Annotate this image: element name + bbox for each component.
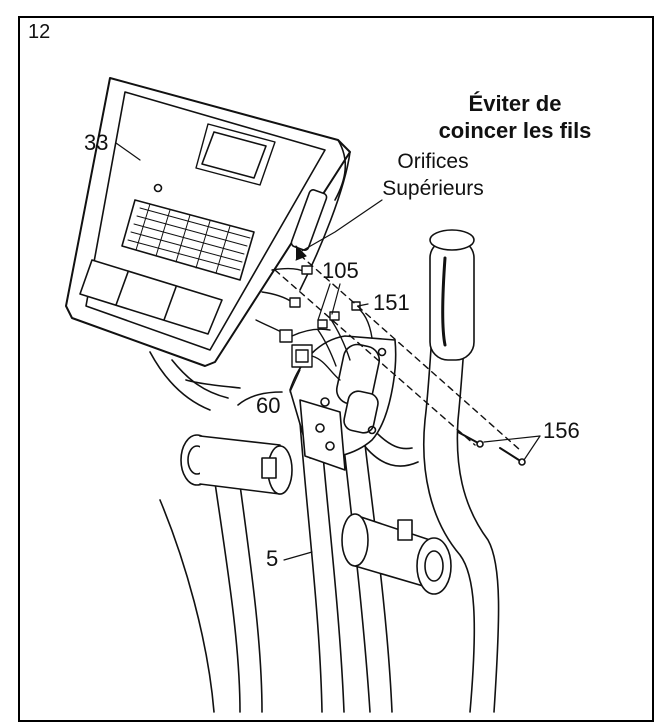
warning-line-2: coincer les fils <box>438 118 592 143</box>
callout-60: 60 <box>256 393 281 418</box>
callout-156: 156 <box>543 418 580 443</box>
console-mast <box>289 335 397 471</box>
wire-warning: Éviter de coincer les fils <box>400 90 630 144</box>
callout-5: 5 <box>266 546 279 571</box>
console-unit <box>65 77 351 367</box>
left-pivot <box>180 434 293 495</box>
callout-105: 105 <box>322 258 359 283</box>
screw-alignment <box>274 254 526 466</box>
step-frame <box>18 16 654 722</box>
warning-line-1: Éviter de <box>468 91 562 116</box>
holes-line-2: Supérieurs <box>382 177 484 200</box>
holes-line-1: Orifices <box>397 150 469 173</box>
holes-callout: Orifices Supérieurs <box>368 148 498 202</box>
leader-lines <box>115 142 541 561</box>
callout-151: 151 <box>373 290 410 315</box>
right-handlebar <box>422 229 500 713</box>
right-pivot <box>341 513 452 595</box>
callout-33: 33 <box>84 130 109 155</box>
step-number: 12 <box>28 21 51 43</box>
